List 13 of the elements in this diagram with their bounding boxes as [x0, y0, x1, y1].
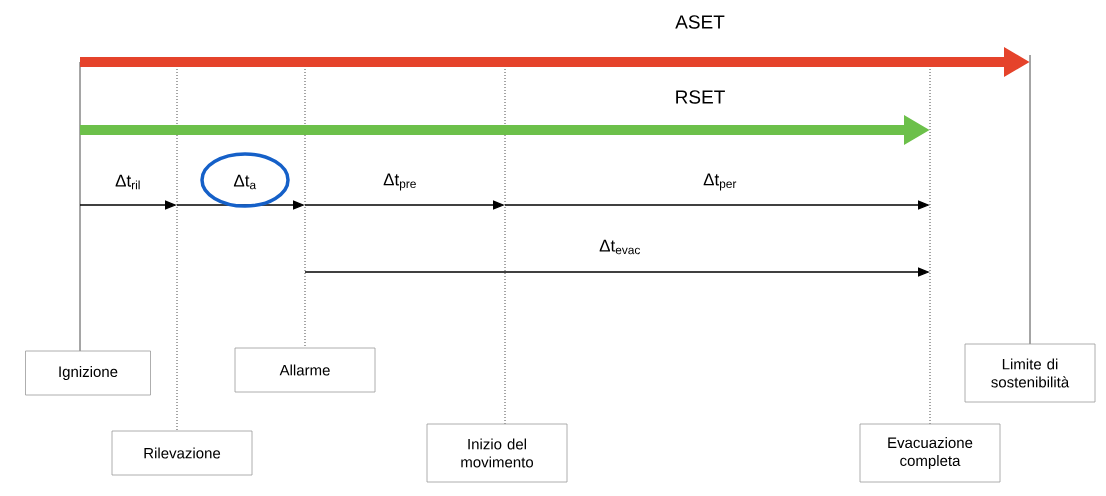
- duration-label: Δt$_{ril}$: [115, 174, 140, 190]
- duration-label: Δt$_{a}$: [233, 174, 257, 190]
- milestone-box: Evacuazione completa: [859, 423, 1001, 483]
- milestone-box: Limite di sostenibilità: [964, 343, 1096, 403]
- milestone-box: Rilevazione: [111, 430, 253, 476]
- milestone-box: Allarme: [234, 347, 376, 393]
- duration-label: Δt$_{evac}$: [599, 239, 641, 255]
- milestone-box: Ignizione: [25, 350, 151, 396]
- duration-label: Δt$_{per}$: [703, 173, 737, 191]
- bar-label: RSET: [676, 90, 725, 104]
- duration-label: Δt$_{pre}$: [383, 173, 416, 191]
- bar-label: ASET: [675, 15, 725, 29]
- milestone-box: Inizio del movimento: [426, 423, 568, 483]
